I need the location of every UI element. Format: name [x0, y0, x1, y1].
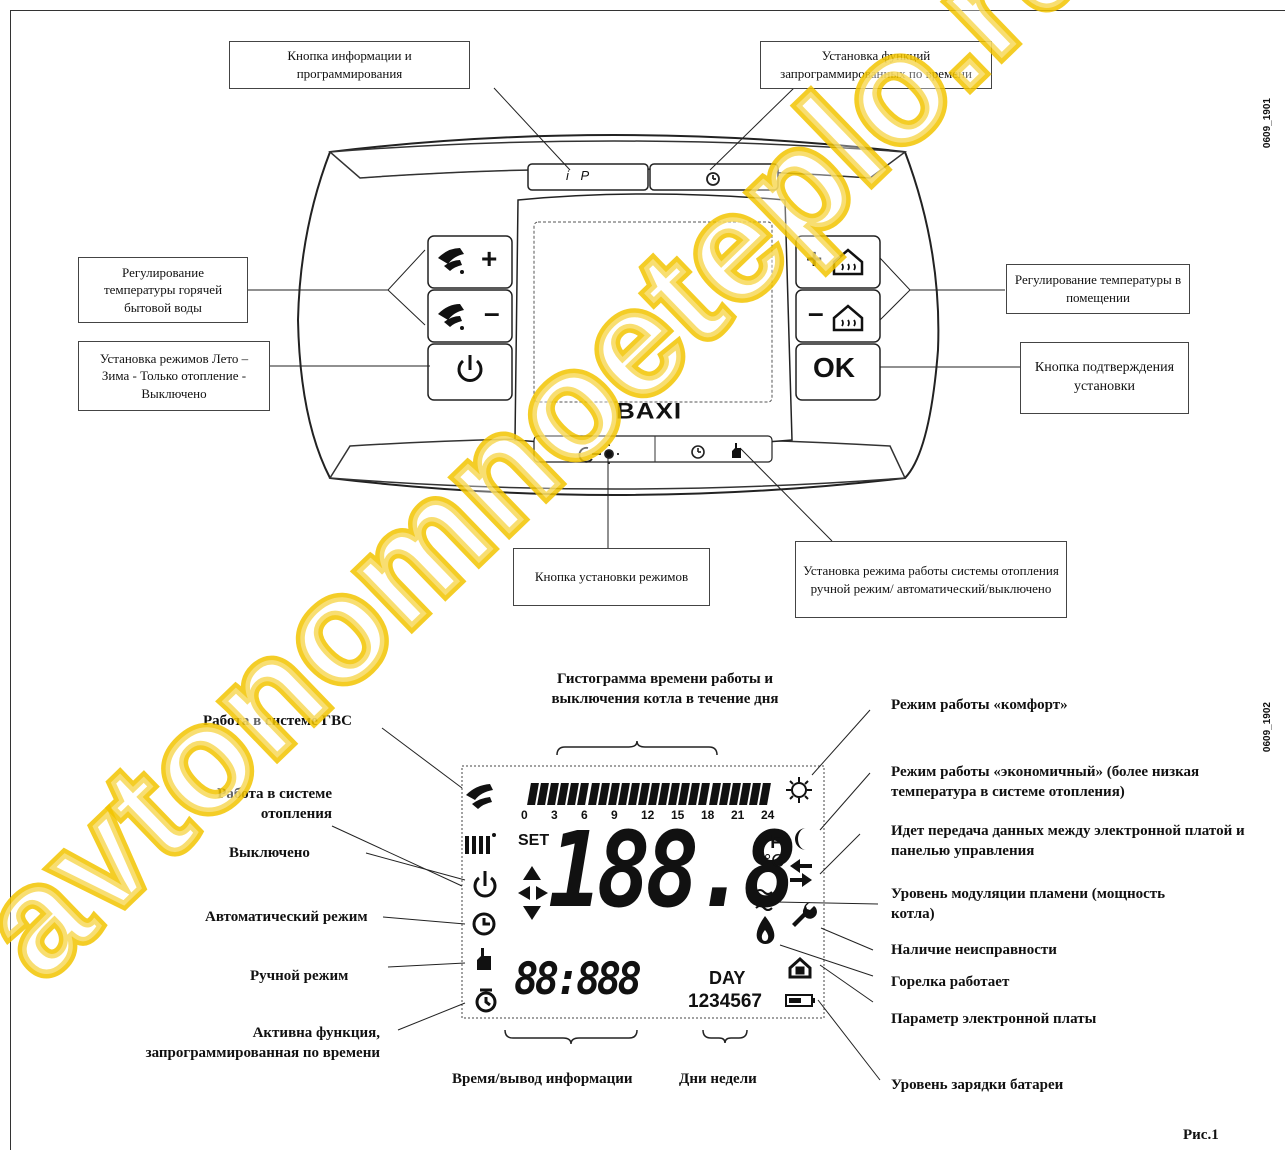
- label-battery: Уровень зарядки батареи: [891, 1077, 1064, 1093]
- day-label: DAY: [709, 968, 746, 988]
- hand-icon: [732, 443, 741, 458]
- callout-confirm: Кнопка подтверждения установки: [1020, 342, 1189, 414]
- big-digits: 188.8: [548, 809, 797, 931]
- tap-icon: [466, 784, 493, 809]
- histogram-block: [758, 783, 771, 805]
- callout-heating-mode: Установка режима работы системы отоплени…: [795, 541, 1067, 618]
- callout-dhw-temp: Регулирование температуры горячей бытово…: [78, 257, 248, 323]
- battery-icon: [785, 994, 815, 1007]
- tap-icon: [438, 248, 464, 274]
- brand-logo: BAXI: [616, 398, 683, 424]
- set-label: SET: [518, 832, 550, 849]
- weekdays: 1234567: [688, 991, 762, 1012]
- radiator-icon: [465, 833, 496, 854]
- callout-mode-set: Установка режимов Лето – Зима - Только о…: [78, 341, 270, 411]
- histogram-label: Гистограмма времени работы и выключения …: [551, 671, 779, 707]
- label-fault: Наличие неисправности: [891, 942, 1057, 958]
- unit-f: °F: [763, 832, 782, 852]
- hour-label: 15: [671, 808, 685, 822]
- hour-label: 21: [731, 808, 745, 822]
- callout-mode-button: Кнопка установки режимов: [513, 548, 710, 606]
- dhw-minus-button[interactable]: –: [484, 297, 500, 328]
- label-timed: Активна функция, запрограммированная по …: [145, 1025, 380, 1061]
- hour-label: 3: [551, 808, 558, 822]
- timer-icon: [475, 988, 497, 1013]
- hand-icon: [477, 948, 491, 970]
- label-economy: Режим работы «экономичный» (более низкая…: [891, 764, 1200, 800]
- hour-labels: 0 3 6 9 12 15 18 21 24: [515, 808, 783, 824]
- hour-label: 18: [701, 808, 715, 822]
- dhw-plus-button[interactable]: +: [481, 243, 498, 274]
- room-plus-button[interactable]: +: [806, 243, 823, 274]
- tap-icon: [438, 304, 464, 330]
- control-panel-drawing: [248, 86, 1020, 548]
- arrow-icons: [518, 866, 548, 920]
- label-days: Дни недели: [679, 1071, 757, 1087]
- moon-sun-icon: [578, 444, 619, 464]
- hour-label: 6: [581, 808, 588, 822]
- label-modulation: Уровень модуляции пламени (мощность котл…: [891, 886, 1166, 922]
- label-manual: Ручной режим: [250, 968, 349, 984]
- label-burner: Горелка работает: [891, 974, 1010, 990]
- figure-frame: [10, 10, 1285, 1150]
- clock-icon: [691, 445, 705, 459]
- power-icon: [473, 871, 497, 898]
- hour-label: 0: [521, 808, 528, 822]
- power-icon: [457, 355, 483, 382]
- house-heat-icon: [832, 304, 864, 332]
- label-dhw: Работа в системе ГВС: [203, 713, 352, 729]
- wrench-icon: [792, 902, 817, 927]
- histogram: [527, 783, 771, 805]
- house-icon: [788, 956, 812, 979]
- callout-room-temp: Регулирование температуры в помещении: [1006, 264, 1190, 314]
- room-minus-button[interactable]: –: [808, 297, 824, 328]
- info-key-label[interactable]: i P: [566, 168, 594, 183]
- clock-icon: [472, 912, 496, 936]
- label-param: Параметр электронной платы: [891, 1011, 1097, 1027]
- callout-timed-func: Установка функций запрограммированных по…: [760, 41, 992, 89]
- house-heat-icon: [832, 248, 864, 276]
- hour-label: 12: [641, 808, 655, 822]
- sun-icon: [786, 777, 812, 803]
- panel-icons: [438, 172, 864, 464]
- hour-label: 9: [611, 808, 618, 822]
- label-heating: Работа в системе отопления: [217, 786, 332, 822]
- figure-label: Рис.1: [1183, 1127, 1219, 1143]
- clock-icon: [706, 172, 720, 186]
- small-digits: 88:888: [514, 954, 642, 1005]
- moon-icon: [795, 828, 806, 850]
- callout-info-prog: Кнопка информации и программирования: [229, 41, 470, 89]
- label-time: Время/вывод информации: [452, 1071, 633, 1087]
- label-off: Выключено: [229, 845, 310, 861]
- label-comm: Идет передача данных между электронной п…: [891, 823, 1245, 859]
- flame-icon: [756, 916, 775, 945]
- transfer-icon: [790, 859, 812, 887]
- label-auto: Автоматический режим: [205, 909, 368, 925]
- ok-button[interactable]: OK: [813, 352, 855, 383]
- label-comfort: Режим работы «комфорт»: [891, 697, 1068, 713]
- modulation-icon: [755, 889, 773, 911]
- hour-label: 24: [761, 808, 775, 822]
- unit-c: °C: [764, 851, 785, 871]
